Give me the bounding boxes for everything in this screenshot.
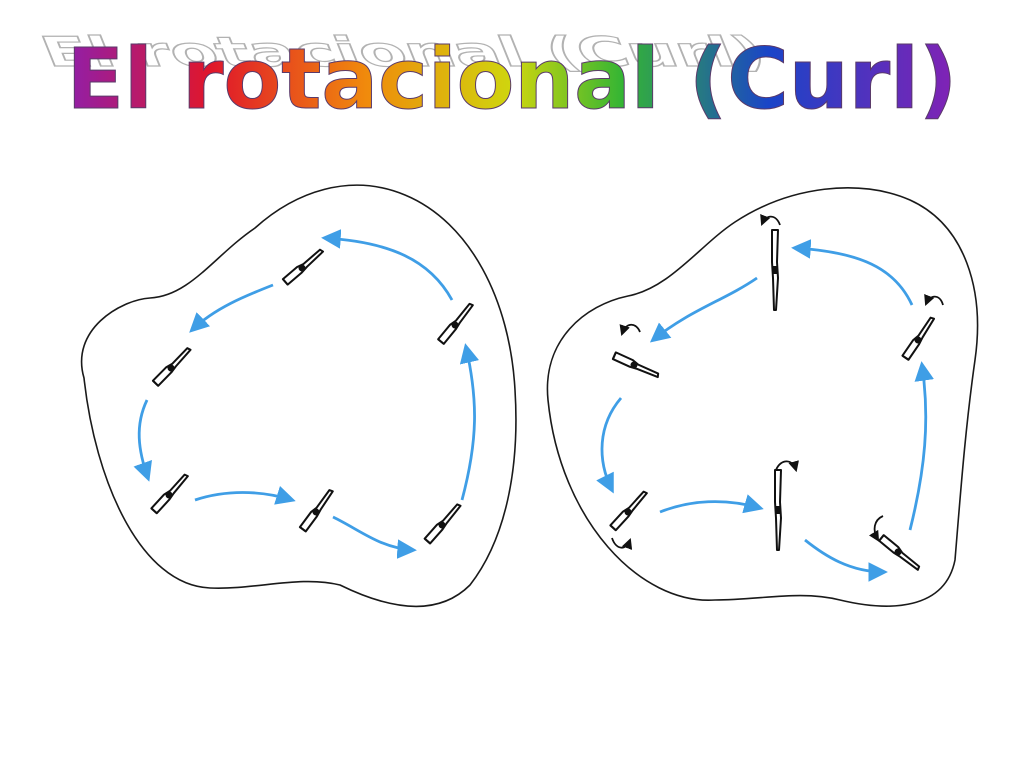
left-paddle-bottom-center: [292, 487, 344, 534]
right-rotation-mark-bottom-center: [775, 460, 799, 473]
left-flow-arrow-upper-left: [189, 283, 274, 333]
left-paddle-left: [146, 346, 200, 388]
left-paddle-top: [277, 247, 331, 287]
right-flow-arrow-bottom-left: [659, 494, 764, 514]
left-flow-arrow-left: [133, 399, 152, 482]
slide-title-shadow: El rotacional (Curl): [33, 28, 773, 76]
slide-title: El rotacional (Curl): [67, 30, 958, 128]
right-flow-arrow-right: [908, 361, 934, 531]
right-rotation-mark-top: [760, 213, 781, 227]
left-region-outline: [80, 184, 517, 608]
right-flow-diagram: [546, 187, 979, 607]
left-flow-diagram: [80, 184, 517, 608]
right-paddle-left: [610, 342, 661, 390]
right-flow-arrow-upper-left: [649, 276, 758, 343]
right-flow-arrow-bottom-right: [804, 538, 888, 582]
right-flow-arrow-top: [791, 239, 914, 306]
left-paddle-upper-right: [430, 301, 483, 346]
left-flow-arrow-bottom-right: [332, 515, 417, 559]
right-rotation-mark-bottom-right: [868, 515, 884, 542]
right-rotation-mark-left: [619, 323, 641, 337]
right-flow-arrow-left: [596, 397, 623, 494]
right-rotation-mark-lower-left: [611, 537, 633, 550]
right-region-outline: [546, 187, 979, 607]
right-paddle-upper-right: [894, 315, 945, 363]
left-flow-arrow-bottom-left: [194, 485, 296, 505]
slide-title-group: El rotacional (Curl) El rotacional (Curl…: [33, 27, 958, 128]
left-paddle-bottom-right: [417, 502, 470, 546]
right-rotation-mark-upper-right: [924, 293, 944, 307]
right-paddle-bottom-right: [877, 527, 922, 580]
left-flow-arrow-right: [459, 343, 480, 501]
left-paddle-lower-left: [144, 472, 197, 516]
right-paddle-top: [771, 229, 779, 311]
right-paddle-bottom-center: [774, 469, 782, 551]
right-paddle-lower-left: [603, 489, 656, 533]
left-flow-arrow-top: [321, 229, 454, 301]
